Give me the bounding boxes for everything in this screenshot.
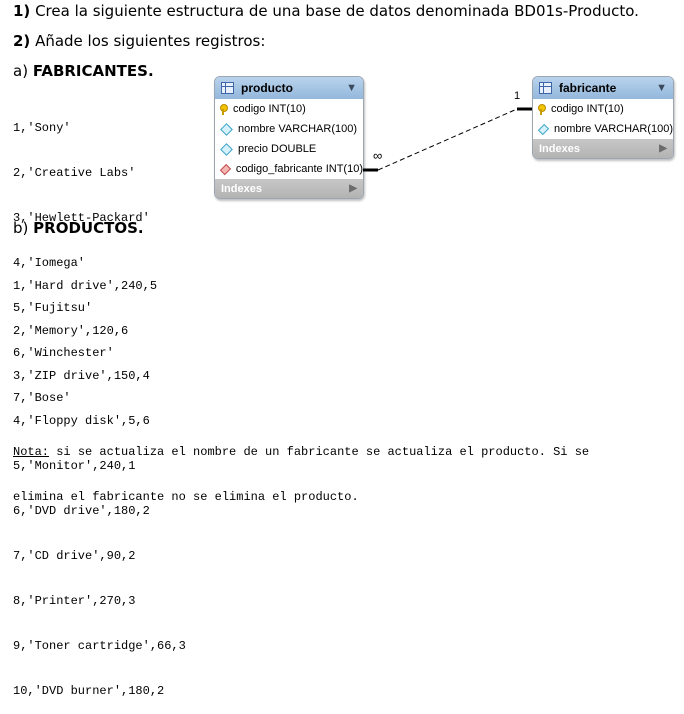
producto-table[interactable]: producto ▼ codigo INT(10) nombre VARCHAR…	[214, 76, 364, 199]
indexes-label: Indexes	[539, 142, 580, 155]
relationship-line	[377, 108, 518, 171]
section-b-heading: b) PRODUCTOS.	[13, 219, 144, 237]
list-item: 4,'Floppy disk',5,6	[13, 414, 150, 428]
step-1-heading: 1) Crea la siguiente estructura de una b…	[13, 2, 639, 20]
fabricantes-list: 1,'Sony' 2,'Creative Labs' 3,'Hewlett-Pa…	[13, 91, 150, 421]
column-row: codigo INT(10)	[215, 99, 363, 119]
list-item: 2,'Creative Labs'	[13, 166, 136, 180]
one-cardinality-label: 1	[514, 90, 521, 102]
column-name: codigo_fabricante INT(10)	[235, 163, 363, 175]
list-item: 2,'Memory',120,6	[13, 324, 129, 338]
relationship-connector	[363, 107, 532, 172]
column-name: nombre VARCHAR(100)	[238, 123, 358, 135]
column-row: nombre VARCHAR(100)	[533, 119, 673, 139]
collapse-arrow-icon[interactable]: ▼	[656, 82, 667, 94]
step-1-number: 1)	[13, 2, 31, 20]
nota-text-1: si se actualiza el nombre de un fabrican…	[49, 445, 590, 459]
table-icon	[539, 82, 552, 94]
column-name: codigo INT(10)	[233, 103, 306, 115]
fabricante-table-header[interactable]: fabricante ▼	[533, 77, 673, 99]
expand-arrow-icon[interactable]: ▶	[659, 143, 667, 154]
section-a-title: FABRICANTES.	[32, 62, 154, 80]
section-b-prefix: b)	[13, 219, 34, 237]
column-name: nombre VARCHAR(100)	[553, 123, 673, 135]
column-row: precio DOUBLE	[215, 139, 363, 159]
list-item: 9,'Toner cartridge',66,3	[13, 639, 186, 653]
nota-label: Nota:	[13, 445, 50, 459]
column-row: codigo_fabricante INT(10)	[215, 159, 363, 179]
producto-indexes-footer[interactable]: Indexes ▶	[215, 179, 363, 198]
step-2-heading: 2) Añade los siguientes registros:	[13, 32, 265, 50]
list-item: 8,'Printer',270,3	[13, 594, 136, 608]
step-2-number: 2)	[13, 32, 31, 50]
list-item: 1,'Hard drive',240,5	[13, 279, 158, 293]
column-name: codigo INT(10)	[551, 103, 624, 115]
nota-line-2: elimina el fabricante no se elimina el p…	[13, 490, 359, 504]
list-item: 1,'Sony'	[13, 121, 71, 135]
list-item: 7,'CD drive',90,2	[13, 549, 136, 563]
list-item: 5,'Fujitsu'	[13, 301, 93, 315]
fabricante-table[interactable]: fabricante ▼ codigo INT(10) nombre VARCH…	[532, 76, 674, 159]
nota-line-1: Nota: si se actualiza el nombre de un fa…	[13, 445, 589, 460]
fabricante-table-name: fabricante	[559, 81, 617, 95]
section-a-prefix: a)	[13, 62, 33, 80]
nota-block: Nota: si se actualiza el nombre de un fa…	[13, 415, 589, 520]
fabricante-indexes-footer[interactable]: Indexes ▶	[533, 139, 673, 158]
column-row: codigo INT(10)	[533, 99, 673, 119]
column-name: precio DOUBLE	[238, 143, 317, 155]
list-item: 6,'Winchester'	[13, 346, 114, 360]
list-item: 7,'Bose'	[13, 391, 71, 405]
indexes-label: Indexes	[221, 182, 262, 195]
step-2-text: Añade los siguientes registros:	[30, 32, 266, 50]
column-row: nombre VARCHAR(100)	[215, 119, 363, 139]
producto-table-header[interactable]: producto ▼	[215, 77, 363, 99]
expand-arrow-icon[interactable]: ▶	[349, 183, 357, 194]
list-item: 3,'ZIP drive',150,4	[13, 369, 150, 383]
primary-key-icon	[220, 103, 228, 115]
step-1-text: Crea la siguiente estructura de una base…	[30, 2, 639, 20]
section-a-heading: a) FABRICANTES.	[13, 62, 154, 80]
many-cardinality-label: ∞	[373, 148, 383, 163]
list-item: 4,'Iomega'	[13, 256, 86, 270]
table-icon	[221, 82, 234, 94]
section-b-title: PRODUCTOS.	[33, 219, 144, 237]
collapse-arrow-icon[interactable]: ▼	[346, 82, 357, 94]
list-item: 10,'DVD burner',180,2	[13, 684, 165, 698]
list-item: 3,'Hewlett-Packard'	[13, 211, 150, 225]
producto-table-name: producto	[241, 81, 293, 95]
primary-key-icon	[538, 103, 546, 115]
